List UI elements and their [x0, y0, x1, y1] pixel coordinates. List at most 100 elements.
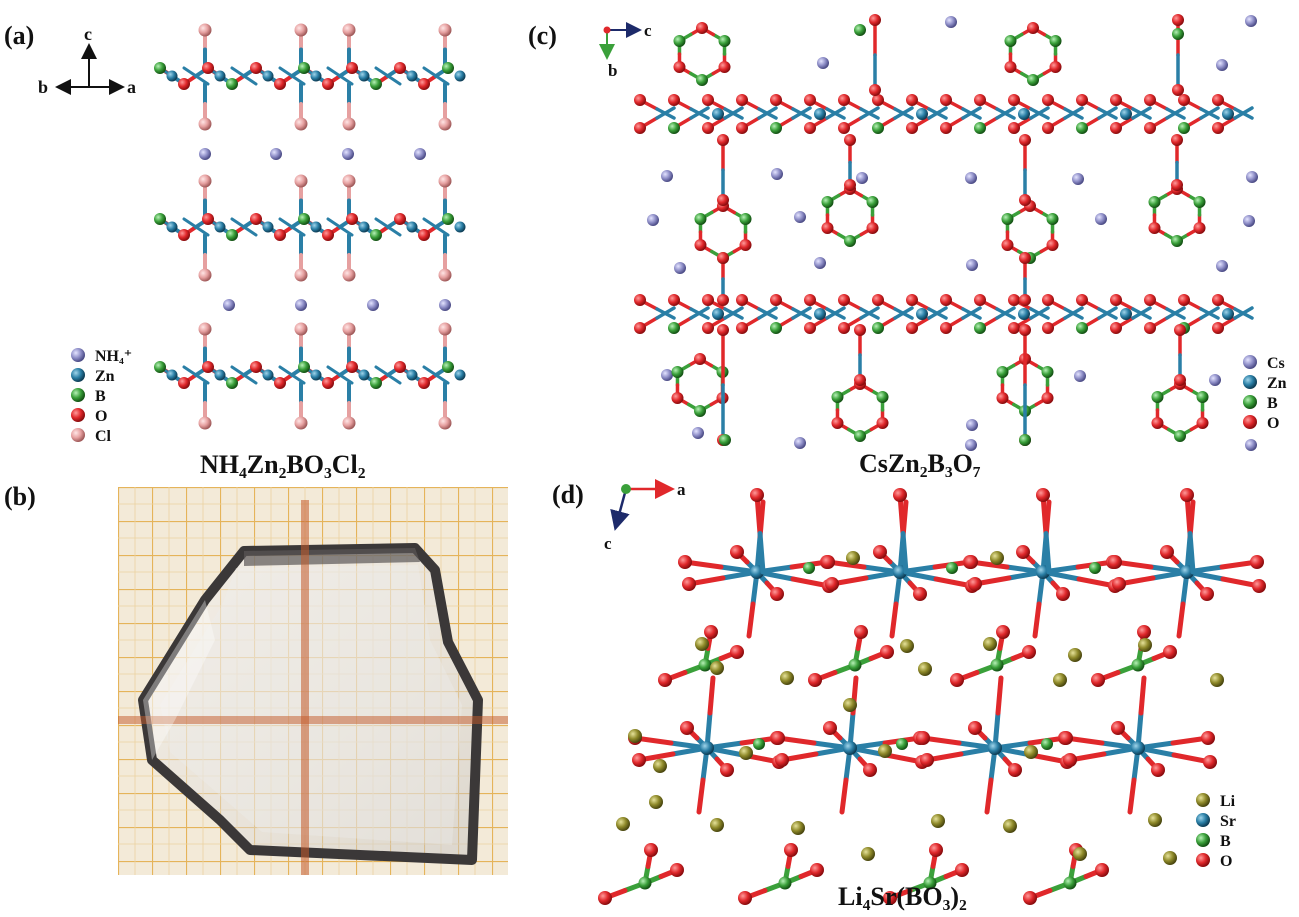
boron-atom — [694, 213, 707, 225]
oxygen-atom — [854, 374, 866, 386]
oxygen-atom — [736, 294, 748, 306]
cesium-atom — [856, 172, 868, 184]
zinc-atom — [1222, 108, 1234, 120]
boron-atom — [226, 229, 238, 241]
oxygen-atom — [634, 122, 646, 134]
bond — [1199, 306, 1220, 320]
zinc-atom — [214, 369, 226, 381]
bond — [278, 365, 306, 385]
oxygen-atom — [250, 361, 262, 373]
chlorine-atom — [198, 322, 212, 336]
cesium-atom — [1095, 213, 1107, 225]
oxygen-atom — [1008, 763, 1022, 777]
bond — [791, 306, 812, 320]
oxygen-atom — [738, 891, 752, 905]
oxygen-atom — [1148, 222, 1161, 234]
oxygen-atom — [668, 94, 680, 106]
bond — [1233, 106, 1254, 120]
cesium-atom — [1216, 260, 1228, 272]
bond — [1165, 306, 1186, 320]
oxygen-atom — [996, 392, 1009, 404]
chlorine-atom — [438, 268, 452, 282]
oxygen-atom — [702, 122, 714, 134]
strontium-atom — [1196, 813, 1210, 827]
oxygen-atom — [1004, 61, 1017, 73]
oxygen-atom — [955, 863, 969, 877]
axis-c-label: c — [604, 534, 612, 553]
oxygen-atom — [893, 488, 907, 502]
oxygen-atom — [838, 122, 850, 134]
oxygen-atom — [1110, 322, 1122, 334]
lithium-atom — [739, 746, 753, 760]
boron-atom — [848, 658, 862, 672]
bond — [1032, 601, 1042, 639]
oxygen-atom — [598, 891, 612, 905]
oxygen-atom — [1016, 545, 1030, 559]
chlorine-atom — [198, 268, 212, 282]
oxygen-atom — [1212, 94, 1224, 106]
oxygen-atom — [274, 78, 286, 90]
lithium-atom — [710, 818, 724, 832]
boron-atom — [298, 361, 310, 373]
oxygen-atom — [1144, 94, 1156, 106]
oxygen-atom — [996, 625, 1010, 639]
zinc-atom — [454, 221, 466, 233]
chlorine-atom — [294, 117, 308, 131]
zinc-atom — [1222, 308, 1234, 320]
chlorine-atom — [342, 117, 356, 131]
bond — [422, 217, 450, 237]
zinc-atom — [916, 108, 928, 120]
legend-o-label: O — [95, 408, 107, 425]
bond — [1029, 306, 1050, 320]
boron-atom — [1076, 322, 1088, 334]
chlorine-atom — [198, 117, 212, 131]
lithium-atom — [1210, 673, 1224, 687]
oxygen-atom — [1172, 84, 1184, 96]
chlorine-atom — [342, 174, 356, 188]
oxygen-atom — [873, 545, 887, 559]
bond — [859, 106, 880, 120]
bond — [374, 66, 402, 86]
boron-atom — [298, 62, 310, 74]
panel-d-structure — [598, 488, 1266, 905]
boron-atom — [226, 78, 238, 90]
lithium-atom — [628, 729, 642, 743]
legend-b-label: B — [1267, 395, 1278, 412]
zinc-atom — [814, 108, 826, 120]
oxygen-atom — [736, 122, 748, 134]
bond — [961, 306, 982, 320]
zinc-atom — [1243, 375, 1257, 389]
oxygen-atom — [1200, 587, 1214, 601]
zinc-atom — [262, 221, 274, 233]
bond — [374, 217, 402, 237]
oxygen-atom — [668, 294, 680, 306]
oxygen-atom — [1046, 239, 1059, 251]
oxygen-atom — [632, 753, 646, 767]
boron-atom — [370, 78, 382, 90]
oxygen-atom — [1108, 555, 1122, 569]
oxygen-atom — [717, 294, 729, 306]
oxygen-atom — [1201, 731, 1215, 745]
oxygen-atom — [872, 94, 884, 106]
bond — [182, 365, 210, 385]
lithium-atom — [710, 661, 724, 675]
oxygen-atom — [880, 645, 894, 659]
oxygen-atom — [1023, 891, 1037, 905]
oxygen-atom — [702, 94, 714, 106]
bond — [859, 306, 880, 320]
oxygen-atom — [831, 417, 844, 429]
panel-c-structure — [634, 14, 1258, 451]
oxygen-atom — [1076, 294, 1088, 306]
boron-atom — [866, 196, 879, 208]
oxygen-atom — [1042, 322, 1054, 334]
axis-b-label: b — [608, 61, 617, 80]
oxygen-atom — [844, 134, 856, 146]
oxygen-atom — [770, 94, 782, 106]
boron-atom — [1196, 391, 1209, 403]
zinc-atom — [406, 70, 418, 82]
oxygen-atom — [964, 555, 978, 569]
oxygen-atom — [1095, 863, 1109, 877]
oxygen-atom — [717, 194, 729, 206]
ammonium-ion — [367, 299, 379, 311]
boron-atom — [1049, 35, 1062, 47]
